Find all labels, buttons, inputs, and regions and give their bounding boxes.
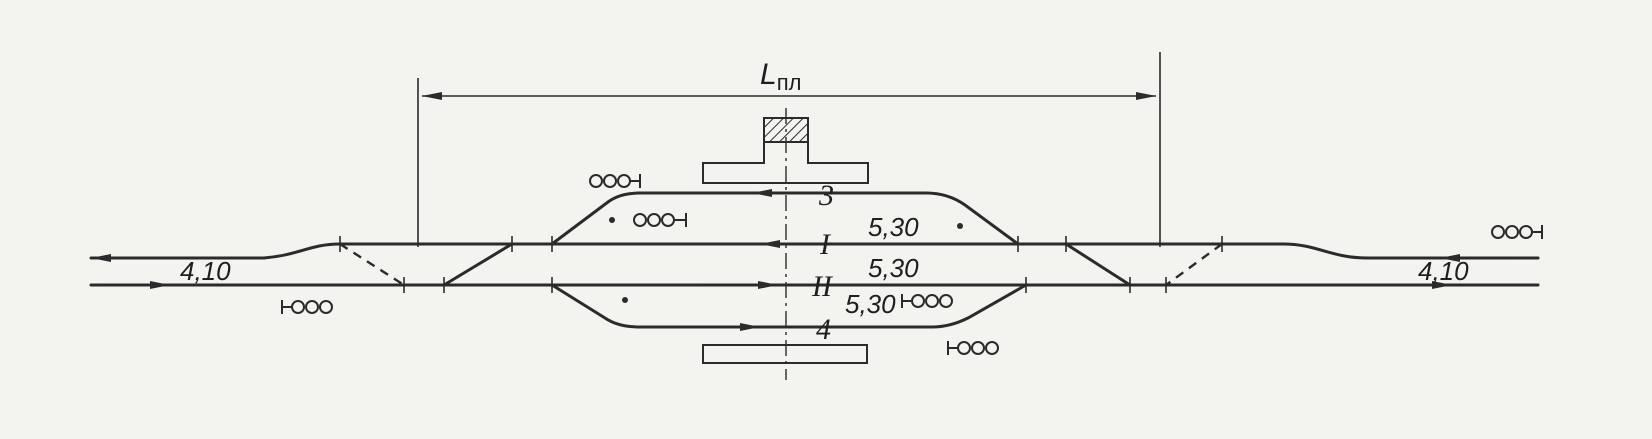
signal-icon: [633, 213, 687, 227]
crossover-right-dashed: [1165, 243, 1223, 286]
track-4-label: 4: [816, 313, 831, 346]
marker-dot: [957, 223, 963, 229]
marker-dot: [609, 217, 615, 223]
track-3-length: 5,30: [868, 212, 919, 242]
platform-length-label: Lпл: [760, 58, 801, 95]
track-II-length: 5,30: [845, 289, 896, 319]
track-II-label: II: [811, 270, 834, 303]
signal-icon: [589, 174, 641, 188]
track-3-label: 3: [818, 179, 834, 212]
track-I-left-curve: [262, 242, 342, 260]
siding-track-4: [550, 283, 1028, 331]
track-I-label: I: [819, 228, 832, 261]
crossover-left-dashed: [339, 242, 405, 287]
main-track-I: [89, 240, 1540, 262]
signal-icon: [1491, 225, 1543, 239]
signal-icon: [947, 341, 999, 355]
signal-icon: [281, 300, 333, 314]
track-I-length: 5,30: [868, 253, 919, 283]
siding-track-3: [550, 189, 1020, 246]
marker-dot: [622, 297, 628, 303]
platform-length-dimension: Lпл: [417, 52, 1161, 247]
track-3-line: [550, 191, 1020, 246]
crossover-right-solid: [1064, 242, 1132, 287]
switch-ticks: [339, 236, 1223, 293]
signal-icon: [901, 294, 953, 308]
track-I-right-curve: [1281, 242, 1370, 260]
upper-platform: [702, 142, 869, 184]
track-4-line: [550, 283, 1028, 329]
left-main-length: 4,10: [180, 256, 231, 286]
crossover-left-solid: [442, 242, 514, 287]
right-main-length: 4,10: [1418, 256, 1469, 286]
lower-platform: [702, 344, 868, 364]
